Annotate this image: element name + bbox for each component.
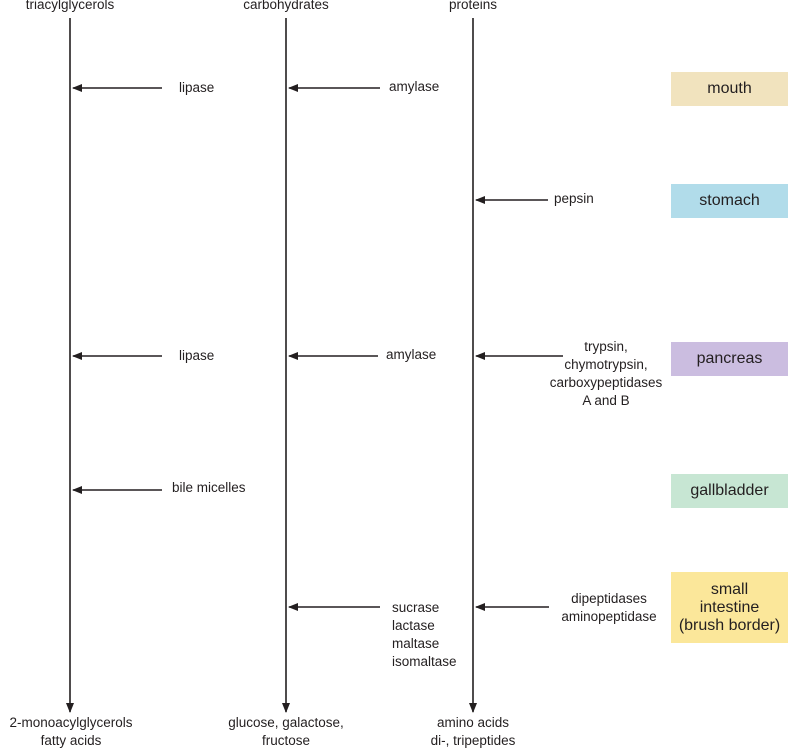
organ-box-pancreas: pancreas bbox=[671, 342, 788, 376]
gallbladder-bile-label: bile micelles bbox=[172, 480, 246, 495]
carbohydrates-header: carbohydrates bbox=[243, 0, 329, 12]
pancreas-lipase-label: lipase bbox=[179, 348, 215, 363]
pancreas-protease-list: trypsin, chymotrypsin, carboxypeptidases… bbox=[536, 338, 676, 410]
carb-enzyme-line: lactase bbox=[392, 618, 435, 633]
protein-enzyme-line: aminopeptidase bbox=[561, 609, 657, 624]
intestine-protein-enzyme-list: dipeptidases aminopeptidase bbox=[548, 590, 670, 626]
organ-label-line: small bbox=[710, 580, 749, 598]
product-line: amino acids bbox=[436, 715, 510, 730]
carb-enzyme-line: isomaltase bbox=[392, 654, 457, 669]
proteins-header: proteins bbox=[448, 0, 498, 12]
organ-label-line: (brush border) bbox=[678, 616, 781, 634]
product-line: fatty acids bbox=[40, 733, 102, 748]
organ-label: stomach bbox=[699, 192, 760, 209]
organ-box-small-intestine: small intestine (brush border) bbox=[671, 572, 788, 643]
product-line: fructose bbox=[261, 733, 311, 748]
stomach-pepsin-label: pepsin bbox=[554, 191, 594, 206]
organ-label-line: intestine bbox=[699, 598, 760, 616]
protease-line: chymotrypsin, bbox=[564, 357, 648, 372]
organ-box-stomach: stomach bbox=[671, 184, 788, 218]
organ-box-mouth: mouth bbox=[671, 72, 788, 106]
triacylglycerols-header: triacylglycerols bbox=[25, 0, 115, 12]
carbohydrate-products: glucose, galactose, fructose bbox=[211, 714, 361, 750]
carb-enzyme-line: maltase bbox=[392, 636, 440, 651]
product-line: glucose, galactose, bbox=[228, 715, 344, 730]
protease-line: A and B bbox=[582, 393, 630, 408]
protein-enzyme-line: dipeptidases bbox=[571, 591, 647, 606]
organ-label: gallbladder bbox=[690, 482, 769, 499]
product-line: 2-monoacylglycerols bbox=[9, 715, 133, 730]
organ-label: mouth bbox=[707, 80, 752, 97]
carb-enzyme-line: sucrase bbox=[392, 600, 440, 615]
product-line: di-, tripeptides bbox=[430, 733, 516, 748]
protease-line: carboxypeptidases bbox=[549, 375, 663, 390]
protease-line: trypsin, bbox=[584, 339, 628, 354]
organ-label: pancreas bbox=[696, 350, 763, 367]
intestine-carb-enzyme-list: sucrase lactase maltase isomaltase bbox=[392, 599, 457, 671]
organ-box-gallbladder: gallbladder bbox=[671, 474, 788, 508]
triacylglycerol-products: 2-monoacylglycerols fatty acids bbox=[0, 714, 142, 750]
mouth-lipase-label: lipase bbox=[179, 80, 215, 95]
pancreas-amylase-label: amylase bbox=[386, 347, 437, 362]
mouth-amylase-label: amylase bbox=[389, 79, 440, 94]
protein-products: amino acids di-, tripeptides bbox=[413, 714, 533, 750]
